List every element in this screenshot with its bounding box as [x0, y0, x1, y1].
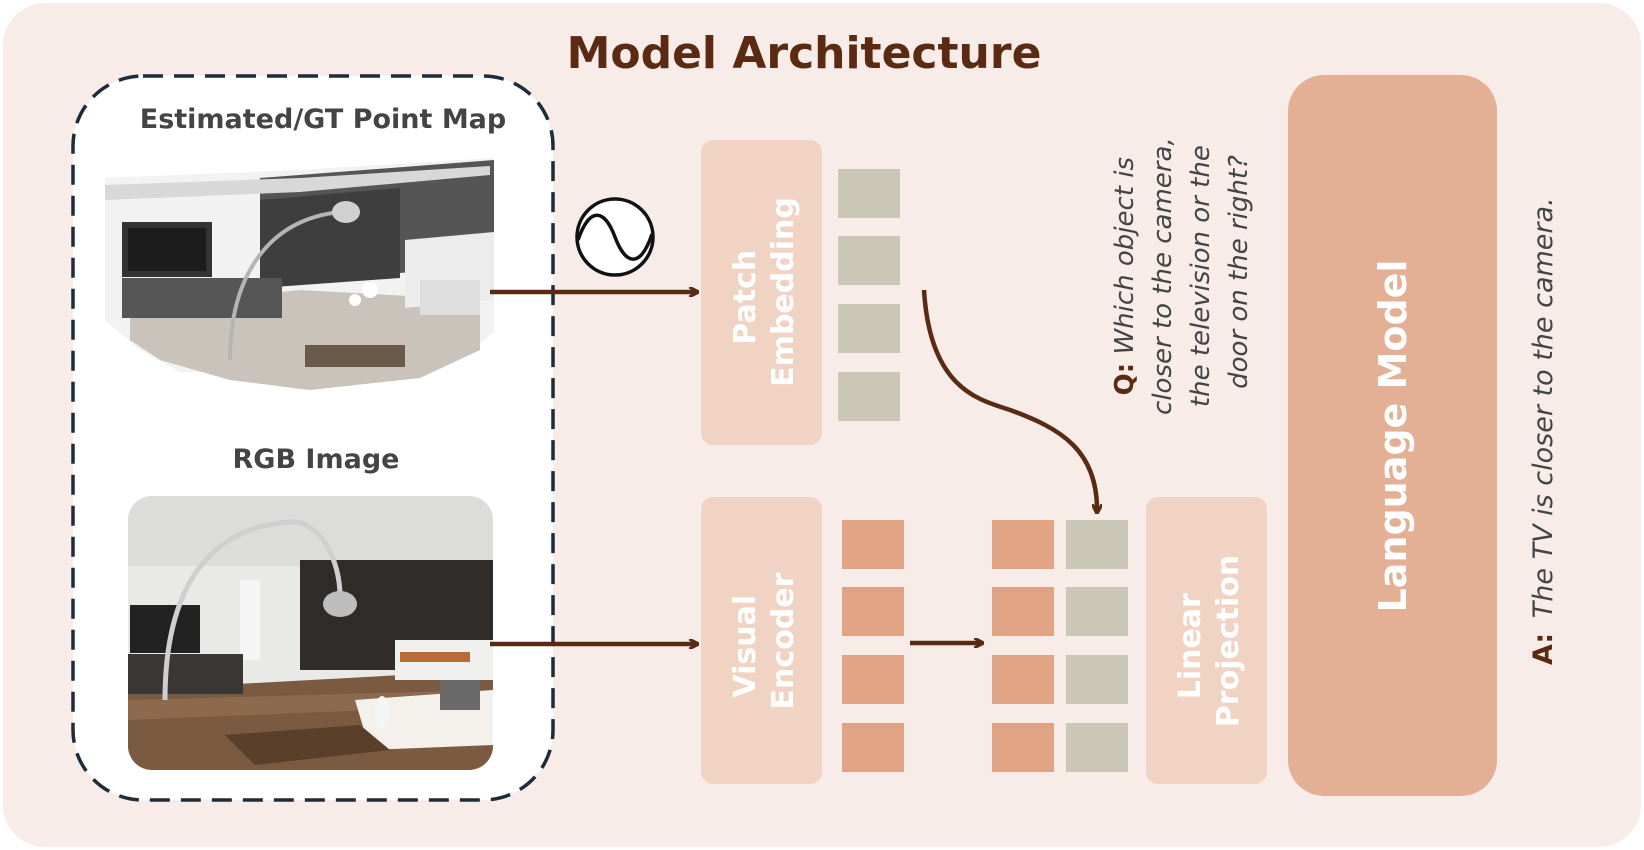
- language-model-module: [1288, 75, 1497, 796]
- patch-tokens: [838, 169, 900, 421]
- fused-patch-token: [1066, 655, 1128, 704]
- visual-token: [842, 520, 904, 569]
- fused-visual-token: [992, 723, 1054, 772]
- question-text: Q: Which object is closer to the camera,…: [1110, 129, 1254, 415]
- linear-projection-module: [1146, 497, 1267, 784]
- fused-visual-token: [992, 520, 1054, 569]
- rgb-image-label: RGB Image: [233, 444, 400, 475]
- fused-visual-token: [992, 655, 1054, 704]
- point-map-image: [105, 158, 494, 390]
- fused-patch-token: [1066, 520, 1128, 569]
- patch-embedding-label: Patch Embedding: [728, 197, 801, 387]
- language-model-label: Language Model: [1371, 260, 1415, 613]
- fused-tokens-orange: [992, 520, 1054, 772]
- patch-token: [838, 372, 900, 421]
- fused-patch-token: [1066, 587, 1128, 636]
- point-map-label: Estimated/GT Point Map: [140, 104, 506, 135]
- diagram-title: Model Architecture: [567, 28, 1042, 79]
- arrow-patch-to-tokens: [921, 289, 1097, 512]
- answer-text: A: The TV is closer to the camera.: [1528, 197, 1559, 665]
- patch-token: [838, 169, 900, 218]
- patch-token: [838, 304, 900, 353]
- visual-token: [842, 655, 904, 704]
- fused-tokens-gray: [1066, 520, 1128, 772]
- rgb-image: [128, 496, 493, 770]
- visual-encoder-label: Visual Encoder: [728, 572, 801, 709]
- visual-tokens: [842, 520, 904, 772]
- visual-encoder-module: [701, 497, 822, 784]
- fused-visual-token: [992, 587, 1054, 636]
- fused-patch-token: [1066, 723, 1128, 772]
- visual-token: [842, 587, 904, 636]
- linear-projection-label: Linear Projection: [1173, 555, 1246, 727]
- visual-token: [842, 723, 904, 772]
- zero-conv-symbol-icon: [575, 197, 655, 277]
- patch-embedding-module: [701, 140, 822, 445]
- patch-token: [838, 236, 900, 285]
